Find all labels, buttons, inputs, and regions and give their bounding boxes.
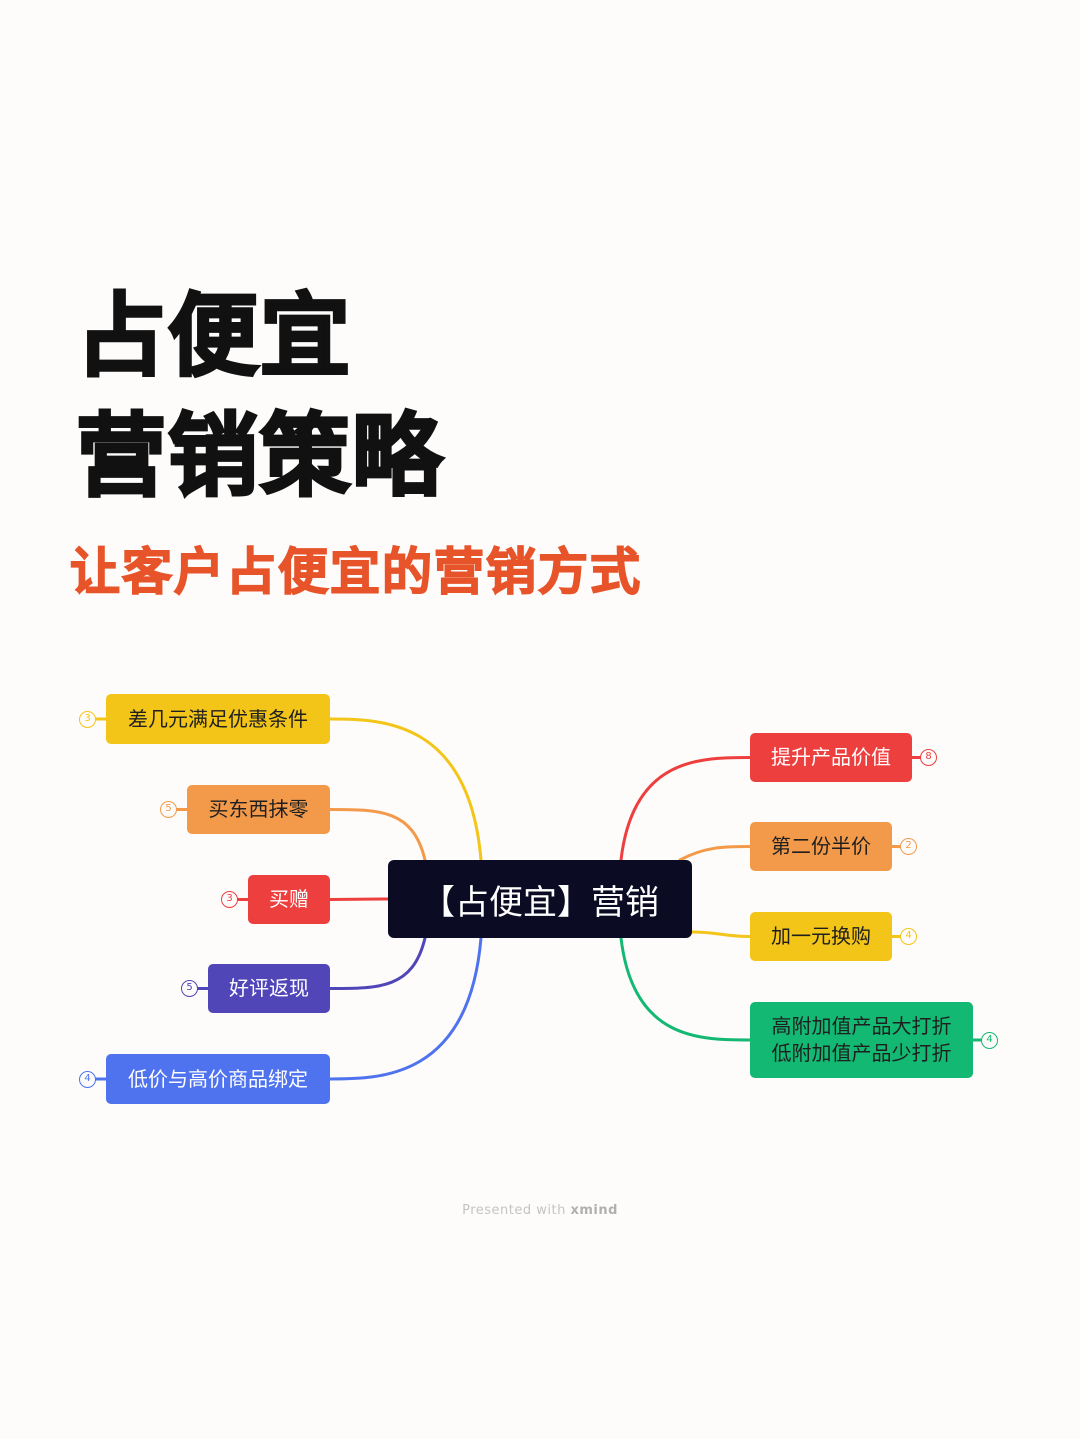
left-topic-4[interactable]: 好评返现 [208,964,330,1013]
subtitle: 让客户占便宜的营销方式 [69,543,642,601]
left-topic-3[interactable]: 买赠 [248,875,330,924]
left-topic-1[interactable]: 差几元满足优惠条件 [106,694,330,744]
topic-label: 买东西抹零 [208,797,309,821]
right-connector-2 [678,845,752,862]
subtopic-count-badge[interactable]: 4 [981,1031,998,1049]
footer-credit-prefix: Presented with [462,1203,566,1218]
left-connector-4 [328,936,427,990]
topic-label: 买赠 [269,887,309,911]
subtopic-count-badge[interactable]: 3 [221,891,238,908]
topic-label: 低价与高价商品绑定 [128,1066,308,1091]
left-topic-2[interactable]: 买东西抹零 [187,785,330,834]
left-connector-5 [328,936,483,1081]
subtopic-count-badge[interactable]: 5 [160,801,177,818]
right-topic-3[interactable]: 加一元换购 [750,912,892,961]
right-connector-3 [690,930,752,938]
left-topic-5[interactable]: 低价与高价商品绑定 [106,1054,330,1104]
topic-label: 提升产品价值 [771,745,891,769]
subtopic-count-badge[interactable]: 8 [920,749,937,766]
right-topic-2[interactable]: 第二份半价 [750,822,892,871]
topic-label: 低附加值产品少打折 [771,1041,952,1065]
topic-label: 高附加值产品大打折 [771,1014,952,1038]
left-connector-1 [328,717,483,862]
subtopic-count-badge[interactable]: 3 [79,710,96,728]
left-connector-3 [328,897,390,901]
right-connector-4 [619,936,752,1042]
footer-credit-brand: xmind [570,1203,618,1218]
right-connector-1 [619,756,752,862]
left-connector-2 [328,808,427,862]
right-topic-1[interactable]: 提升产品价值 [750,733,912,782]
topic-label: 第二份半价 [771,834,871,858]
topic-label: 差几元满足优惠条件 [128,706,308,731]
footer-credit: Presented with xmind [0,1203,1080,1218]
subtopic-count-badge[interactable]: 4 [79,1070,96,1088]
right-topic-4[interactable]: 高附加值产品大打折低附加值产品少打折 [750,1002,973,1078]
subtopic-count-badge[interactable]: 5 [181,980,198,997]
topic-label: 加一元换购 [771,924,871,948]
topic-label: 好评返现 [229,976,309,1000]
title-line-2: 营销策略 [75,404,444,509]
title-line-1: 占便宜 [75,284,352,389]
subtopic-count-badge[interactable]: 4 [900,928,917,945]
subtopic-count-badge[interactable]: 2 [900,838,917,855]
center-topic[interactable]: 【占便宜】营销 [388,860,692,938]
